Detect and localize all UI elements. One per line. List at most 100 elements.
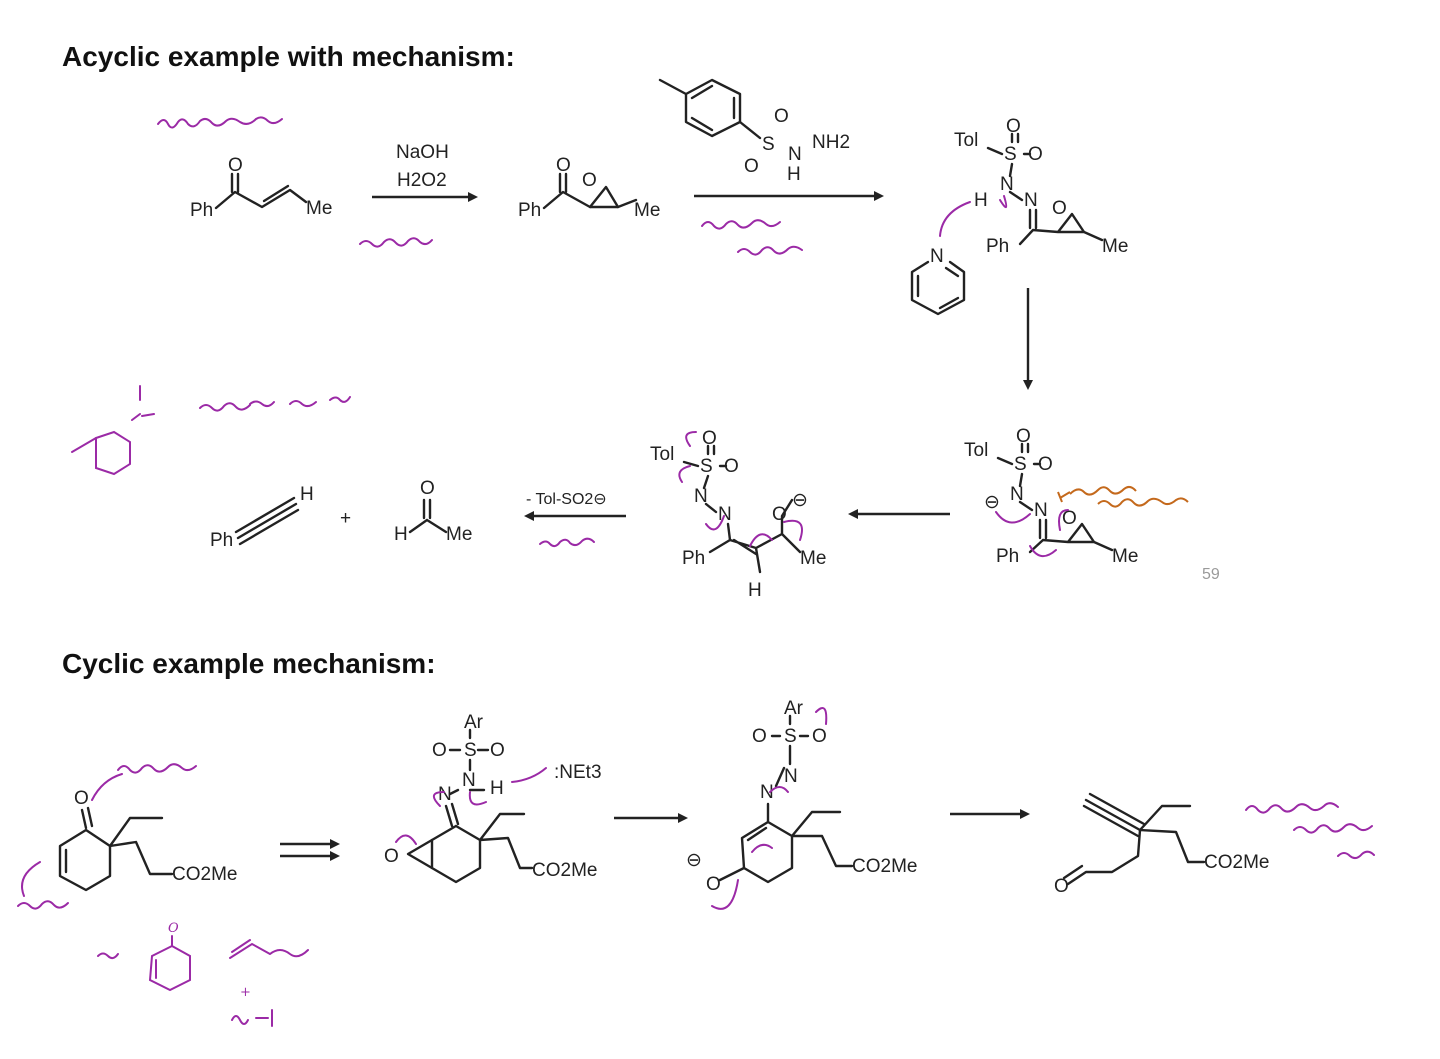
label-h: H [490, 778, 504, 799]
diazo-enolate-structure: Tol O S O N N Ph O ⊖ Me H [650, 428, 826, 601]
enone-structure: Ph O Me [190, 155, 332, 221]
aldehyde-structure: O H Me [394, 478, 472, 545]
pyridine-structure: N [910, 246, 966, 316]
alkyne-structure: Ph H [210, 484, 314, 551]
label-n2: N [438, 784, 452, 805]
label-n1: N [1000, 174, 1014, 195]
label-o1: O [752, 726, 767, 747]
cyclic-diazo-structure: Ar O S O N N O ⊖ CO2Me [686, 698, 917, 910]
reagent-naoh: NaOH [396, 142, 449, 163]
alkynyl-aldehyde-structure: O CO2Me [1054, 792, 1269, 897]
label-co2me: CO2Me [532, 860, 597, 881]
label-o: O [1054, 876, 1069, 897]
label-tol: Tol [964, 440, 988, 461]
label-o-right: O [724, 456, 739, 477]
label-o-top: O [702, 428, 717, 449]
label-s: S [700, 456, 713, 477]
arrow-epoxidation: NaOH H2O2 [372, 142, 478, 202]
label-tol: Tol [650, 444, 674, 465]
hydrazone-anion-structure: Tol O S O N N ⊖ Ph O Me [964, 426, 1138, 567]
label-co2me: CO2Me [172, 864, 237, 885]
cyclic-enone-structure: O CO2Me [21, 773, 237, 897]
arrow-left-1 [848, 509, 950, 519]
label-n2: N [760, 782, 774, 803]
label-o-right: O [1038, 454, 1053, 475]
label-ph: Ph [518, 200, 541, 221]
label-ring-o: O [1052, 198, 1067, 219]
label-h: H [748, 580, 762, 601]
label-me: Me [1112, 546, 1138, 567]
label-co2me: CO2Me [852, 856, 917, 877]
label-s: S [762, 134, 775, 155]
label-s: S [464, 740, 477, 761]
label-s: S [1014, 454, 1027, 475]
hydrazone-structure: Tol O S O N H N Ph O Me [939, 116, 1128, 257]
label-n: N [788, 144, 802, 165]
label-minus: ⊖ [686, 850, 702, 871]
epoxy-ketone-structure: Ph O O Me [518, 155, 660, 221]
label-n2: N [1034, 500, 1048, 521]
label-n: N [930, 246, 944, 267]
label-o: O [168, 921, 179, 936]
label-ar: Ar [784, 698, 804, 719]
label-me: Me [1102, 236, 1128, 257]
label-o1: O [432, 740, 447, 761]
label-co2me: CO2Me [1204, 852, 1269, 873]
label-ph: Ph [682, 548, 705, 569]
label-tol: Tol [954, 130, 978, 151]
arrow-cyclic-2 [614, 813, 688, 823]
label-ph: Ph [996, 546, 1019, 567]
plus-sign: + [240, 985, 251, 1000]
plus-sign: + [340, 508, 351, 529]
label-o: O [420, 478, 435, 499]
cyclic-hydrazone-structure: Ar O S O N H N :NEt3 O CO2Me [384, 712, 602, 884]
label-h: H [394, 524, 408, 545]
label-net3: :NEt3 [554, 762, 602, 783]
page-number: 59 [1202, 566, 1220, 583]
arrow-multistep [280, 839, 340, 861]
label-n1: N [694, 486, 708, 507]
label-ring-o: O [582, 170, 597, 191]
label-n2: N [1024, 190, 1038, 211]
label-ph: Ph [210, 530, 233, 551]
label-n1: N [462, 770, 476, 791]
tosylhydrazide-structure: S O O N H NH2 [658, 78, 850, 185]
label-h: H [974, 190, 988, 211]
label-o: O [706, 874, 721, 895]
label-o: O [74, 788, 89, 809]
reagent-h2o2: H2O2 [397, 170, 447, 191]
label-o-top: O [1016, 426, 1031, 447]
label-o1: O [774, 106, 789, 127]
label-me: Me [634, 200, 660, 221]
arrow-cyclic-3 [950, 809, 1030, 819]
label-o-right: O [1028, 144, 1043, 165]
label-s: S [784, 726, 797, 747]
label-minus: ⊖ [792, 490, 808, 511]
label-nh2: NH2 [812, 132, 850, 153]
label-o: O [556, 155, 571, 176]
label-o2: O [490, 740, 505, 761]
arrow-hydrazone-formation [694, 191, 884, 201]
label-o2: O [744, 156, 759, 177]
label-n2: N [718, 504, 732, 525]
heading-cyclic: Cyclic example mechanism: [62, 648, 436, 679]
label-n1: N [784, 766, 798, 787]
label-ring-o: O [1062, 508, 1077, 529]
label-me: Me [306, 198, 332, 219]
label-me: Me [800, 548, 826, 569]
orange-annotation [1057, 485, 1189, 508]
label-n1: N [1010, 484, 1024, 505]
heading-acyclic: Acyclic example with mechanism: [62, 41, 515, 72]
label-h: H [300, 484, 314, 505]
label-o: O [384, 846, 399, 867]
label-o2: O [812, 726, 827, 747]
label-me: Me [446, 524, 472, 545]
label-minus: ⊖ [984, 492, 1000, 513]
handwritten-reagents-sketch: O + [148, 921, 309, 1027]
label-ph: Ph [190, 200, 213, 221]
label-o: O [772, 504, 787, 525]
handwritten-annotations [17, 116, 1375, 960]
label-o-top: O [1006, 116, 1021, 137]
